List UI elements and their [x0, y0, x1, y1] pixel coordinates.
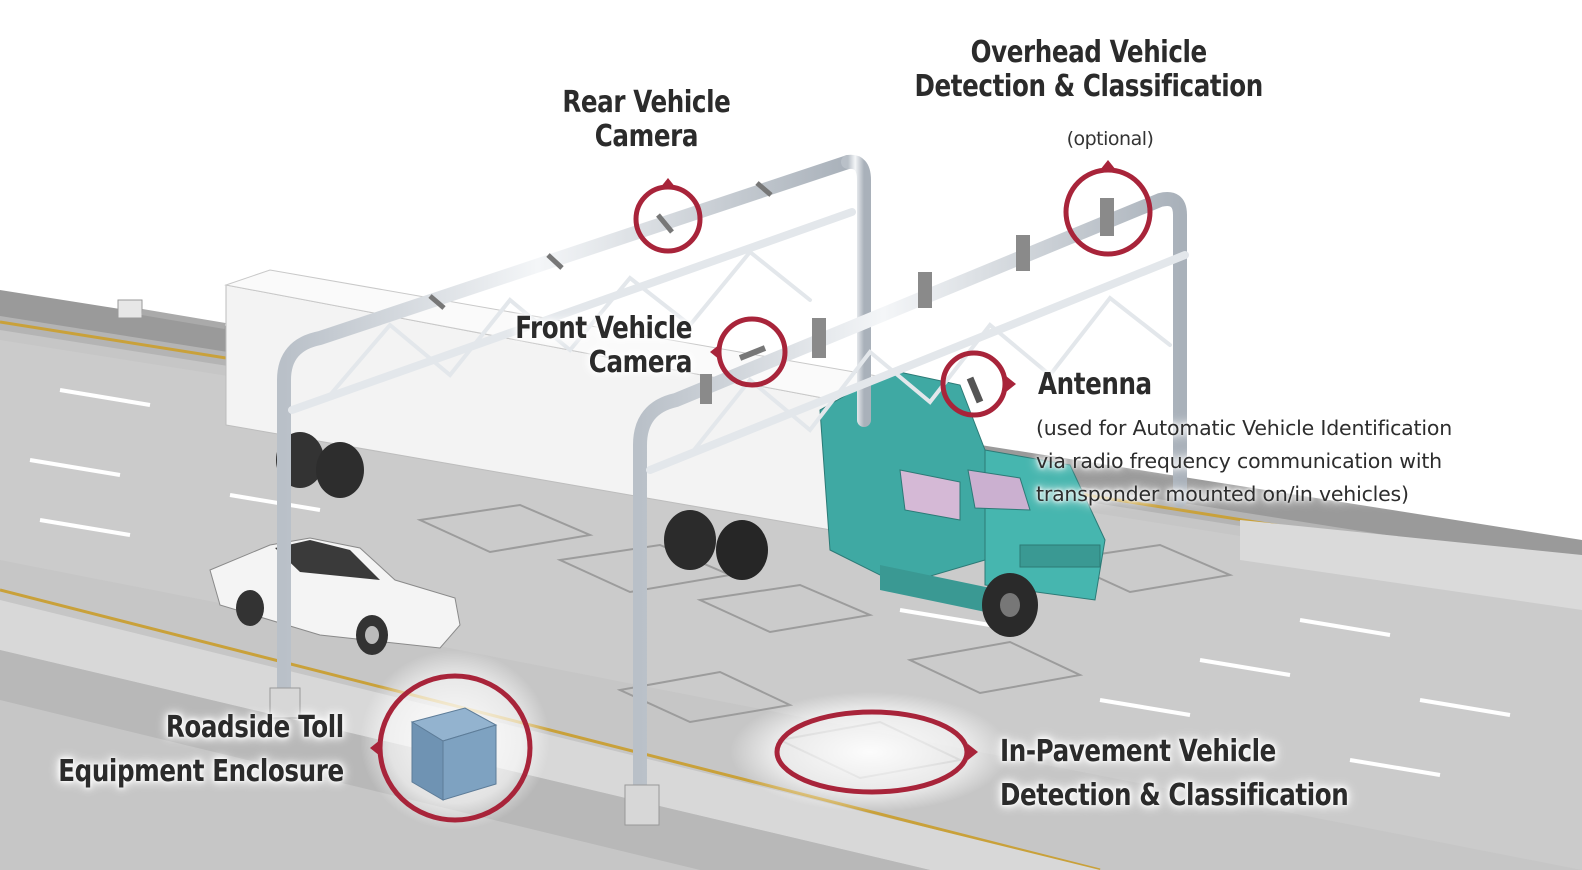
right-barrier — [1240, 520, 1582, 610]
antenna-device — [966, 376, 984, 404]
roadside-enclosure-label: Roadside Toll Equipment Enclosure — [42, 706, 344, 793]
antenna-description-line3: transponder mounted on/in vehicles) — [1036, 482, 1409, 506]
front-camera-label: Front Vehicle Camera — [510, 312, 692, 379]
overhead-label-line2: Detection & Classification — [914, 68, 1264, 104]
antenna-callout — [940, 350, 1008, 418]
roadside-enclosure — [410, 707, 498, 801]
car — [209, 537, 461, 655]
overhead-label: Overhead Vehicle Detection & Classificat… — [896, 36, 1281, 103]
front-camera-label-line2: Camera — [588, 344, 693, 380]
rear-camera-label-line2: Camera — [594, 118, 699, 154]
front-gantry-base — [624, 784, 660, 826]
front-camera — [738, 345, 767, 361]
rear-camera-label-line1: Rear Vehicle — [562, 85, 731, 120]
pavement-callout — [774, 709, 970, 795]
roadside-label-line1: Roadside Toll — [165, 710, 344, 745]
antenna-description-line1: (used for Automatic Vehicle Identificati… — [1036, 416, 1453, 440]
rear-gantry-base — [269, 687, 301, 719]
callout-pointers — [370, 160, 1116, 760]
rear-camera-label: Rear Vehicle Camera — [548, 86, 745, 153]
in-pavement-label-line2: Detection & Classification — [1000, 777, 1349, 813]
antenna-description-line2: via radio frequency communication with — [1036, 449, 1442, 473]
in-pavement-label: In-Pavement Vehicle Detection & Classifi… — [1000, 730, 1349, 817]
antenna-description: (used for Automatic Vehicle Identificati… — [1036, 412, 1452, 511]
road-surface-lane — [0, 340, 1582, 870]
front-gantry — [633, 192, 1189, 807]
overhead-label-line1: Overhead Vehicle — [970, 35, 1208, 70]
overhead-optional-note: (optional) — [1066, 128, 1154, 150]
roadside-label-line2: Equipment Enclosure — [58, 753, 344, 789]
rear-gantry — [277, 154, 871, 707]
overhead-detectors — [700, 198, 1114, 404]
near-yellow-edge-line — [0, 588, 1101, 870]
front-camera-label-line1: Front Vehicle — [515, 311, 693, 346]
far-sign-pole — [141, 309, 226, 329]
far-sign — [117, 299, 143, 319]
rear-gantry-cameras — [428, 181, 773, 310]
in-pavement-label-line1: In-Pavement Vehicle — [1000, 734, 1276, 769]
antenna-label: Antenna — [1038, 367, 1152, 402]
